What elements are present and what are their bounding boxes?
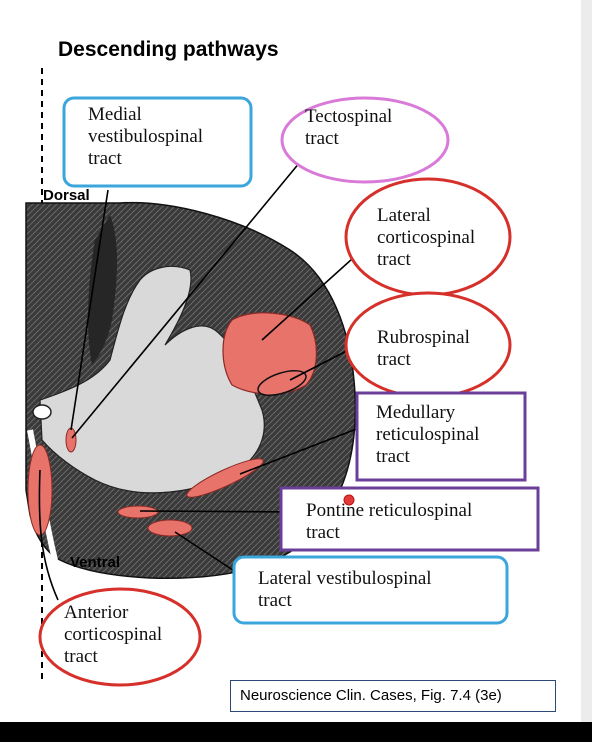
- medullary-reticulospinal-tract-region: [186, 458, 264, 498]
- medial-vestibulospinal-tract-region: [65, 427, 77, 453]
- rubrospinal-label: Rubrospinal tract: [377, 327, 470, 370]
- lateral-corticospinal-label: Lateral corticospinal tract: [377, 205, 476, 270]
- rubrospinal-tract-region: [257, 369, 307, 397]
- leader-medial-vestibulospinal: [70, 189, 109, 431]
- pontine-reticulospinal-box: [279, 486, 540, 552]
- leader-medullary-reticulospinal: [239, 422, 373, 475]
- figure-caption: Neuroscience Clin. Cases, Fig. 7.4 (3e): [230, 680, 556, 712]
- dorsal-label: Dorsal: [43, 187, 90, 204]
- leader-lateral-corticospinal: [261, 249, 363, 341]
- leader-anterior-corticospinal: [38, 469, 59, 601]
- pontine-reticulospinal-label: Pontine reticulospinal tract: [306, 500, 473, 543]
- lateral-vestibulospinal-tract-region: [147, 519, 193, 537]
- central-canal: [32, 404, 52, 420]
- tectospinal-ellipse: [280, 96, 450, 184]
- gray-matter: [39, 265, 265, 494]
- ventral-label: Ventral: [70, 554, 121, 571]
- dorsal-horn: [88, 215, 117, 365]
- spinal-cord-diagram: [25, 68, 540, 687]
- medullary-reticulospinal-box: [355, 391, 527, 482]
- leader-pontine-reticulospinal: [139, 510, 297, 513]
- page-title: Descending pathways: [58, 38, 279, 61]
- medial-vestibulospinal-box: [62, 96, 253, 188]
- anterior-corticospinal-label: Anterior corticospinal tract: [64, 602, 163, 667]
- cursor-dot: [343, 494, 355, 506]
- tectospinal-label: Tectospinal tract: [305, 106, 393, 149]
- lateral-vestibulospinal-label: Lateral vestibulospinal tract: [258, 568, 432, 611]
- medullary-reticulospinal-label: Medullary reticulospinal tract: [376, 402, 480, 467]
- pontine-reticulospinal-tract-region: [117, 505, 159, 519]
- leader-tectospinal: [71, 155, 306, 439]
- anterior-corticospinal-ellipse: [38, 587, 202, 687]
- medial-vestibulospinal-label: Medial vestibulospinal tract: [88, 104, 204, 169]
- lateral-vestibulospinal-box: [232, 555, 509, 625]
- right-scroll-strip: [581, 0, 592, 722]
- slide: Descending pathways Dorsal Ventral Media…: [0, 0, 581, 722]
